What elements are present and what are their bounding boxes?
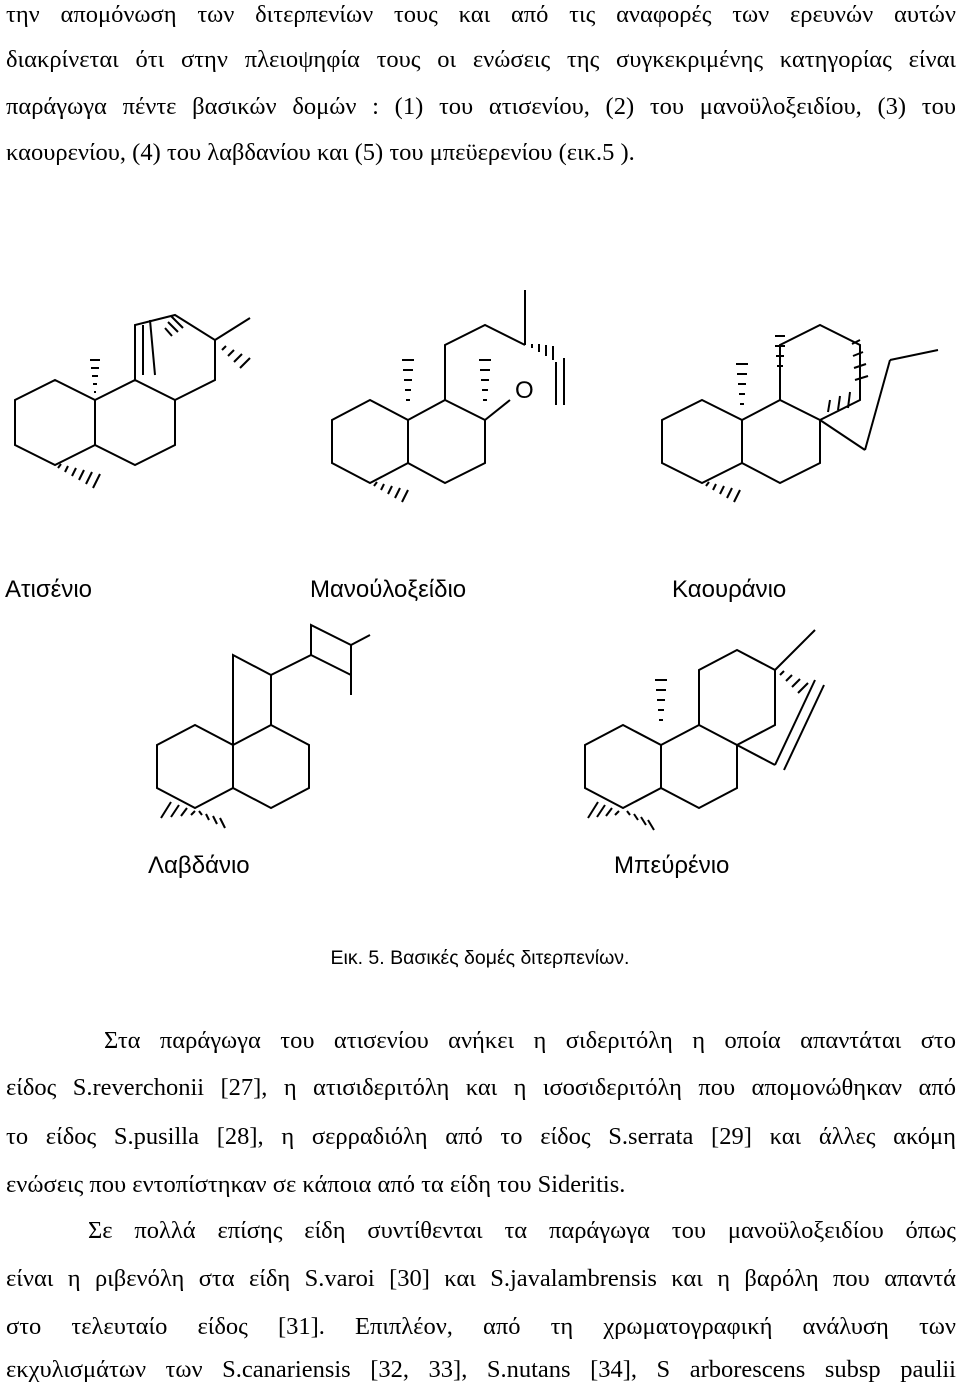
- manoyl-oxide-label: Μανούλοξείδιο: [310, 576, 467, 603]
- atisene-structure: [14, 313, 251, 489]
- hashed-methyl: [626, 810, 655, 831]
- text-line: στο τελευταίο είδος [31]. Επιπλέον, από …: [6, 1313, 956, 1340]
- beyerene-structure: [584, 629, 825, 831]
- labdane-structure: [156, 623, 371, 829]
- hashed-methyl: [198, 810, 226, 829]
- text-line: το είδος S.pusilla [28], η σερραδιόλη απ…: [6, 1123, 956, 1150]
- beyerene-label: Μπεύρένιο: [614, 852, 730, 879]
- figure-caption: Εικ. 5. Βασικές δομές διτερπενίων.: [330, 947, 630, 969]
- hashed-methyl: [57, 463, 101, 489]
- kaurane-structure: [661, 323, 939, 503]
- text-line: είδος S.reverchonii [27], η ατισιδεριτόλ…: [6, 1074, 956, 1101]
- text-line: εκχυλισμάτων των S.canariensis [32, 33],…: [6, 1356, 956, 1383]
- hashed-methyl: [402, 359, 414, 401]
- hashed-bridge: [851, 339, 869, 381]
- hashed-methyl: [655, 679, 667, 721]
- kaurane-label: Καουράνιο: [672, 576, 787, 603]
- hashed-methyl: [736, 363, 748, 405]
- hashed-methyl: [90, 359, 100, 393]
- hashed-bridge: [221, 345, 251, 369]
- text-line: ενώσεις που εντοπίστηκαν σε κάποια από τ…: [6, 1171, 626, 1198]
- hashed-bridge: [164, 315, 184, 337]
- text-line: είναι η ριβενόλη στα είδη S.varoi [30] κ…: [6, 1265, 956, 1292]
- hashed-methyl: [160, 801, 196, 819]
- text-line: παράγωγα πέντε βασικών δομών : (1) του α…: [6, 93, 956, 120]
- hashed-methyl: [587, 801, 620, 819]
- hashed-methyl: [775, 335, 785, 367]
- hashed-methyl: [479, 359, 491, 401]
- text-line: καουρενίου, (4) του λαβδανίου και (5) το…: [6, 139, 635, 166]
- hashed-methyl: [373, 481, 409, 503]
- text-line: Σε πολλά επίσης είδη συντίθενται τα παρά…: [88, 1217, 956, 1244]
- hashed-bridge: [779, 670, 809, 694]
- hashed-bridge: [827, 391, 851, 413]
- labdane-label: Λαβδάνιο: [148, 852, 250, 879]
- atisene-label: Ατισένιο: [5, 576, 93, 603]
- hashed-methyl: [705, 481, 741, 503]
- text-line: διακρίνεται ότι στην πλειοψηφία τους οι …: [6, 46, 956, 73]
- text-line: την απομόνωση των διτερπενίων τους και α…: [6, 1, 956, 28]
- manoyl-oxide-structure: O: [331, 290, 565, 503]
- oxygen-label: O: [515, 377, 534, 404]
- text-line: Στα παράγωγα του ατισενίου ανήκει η σιδε…: [104, 1027, 956, 1054]
- hashed-vinyl: [531, 344, 554, 360]
